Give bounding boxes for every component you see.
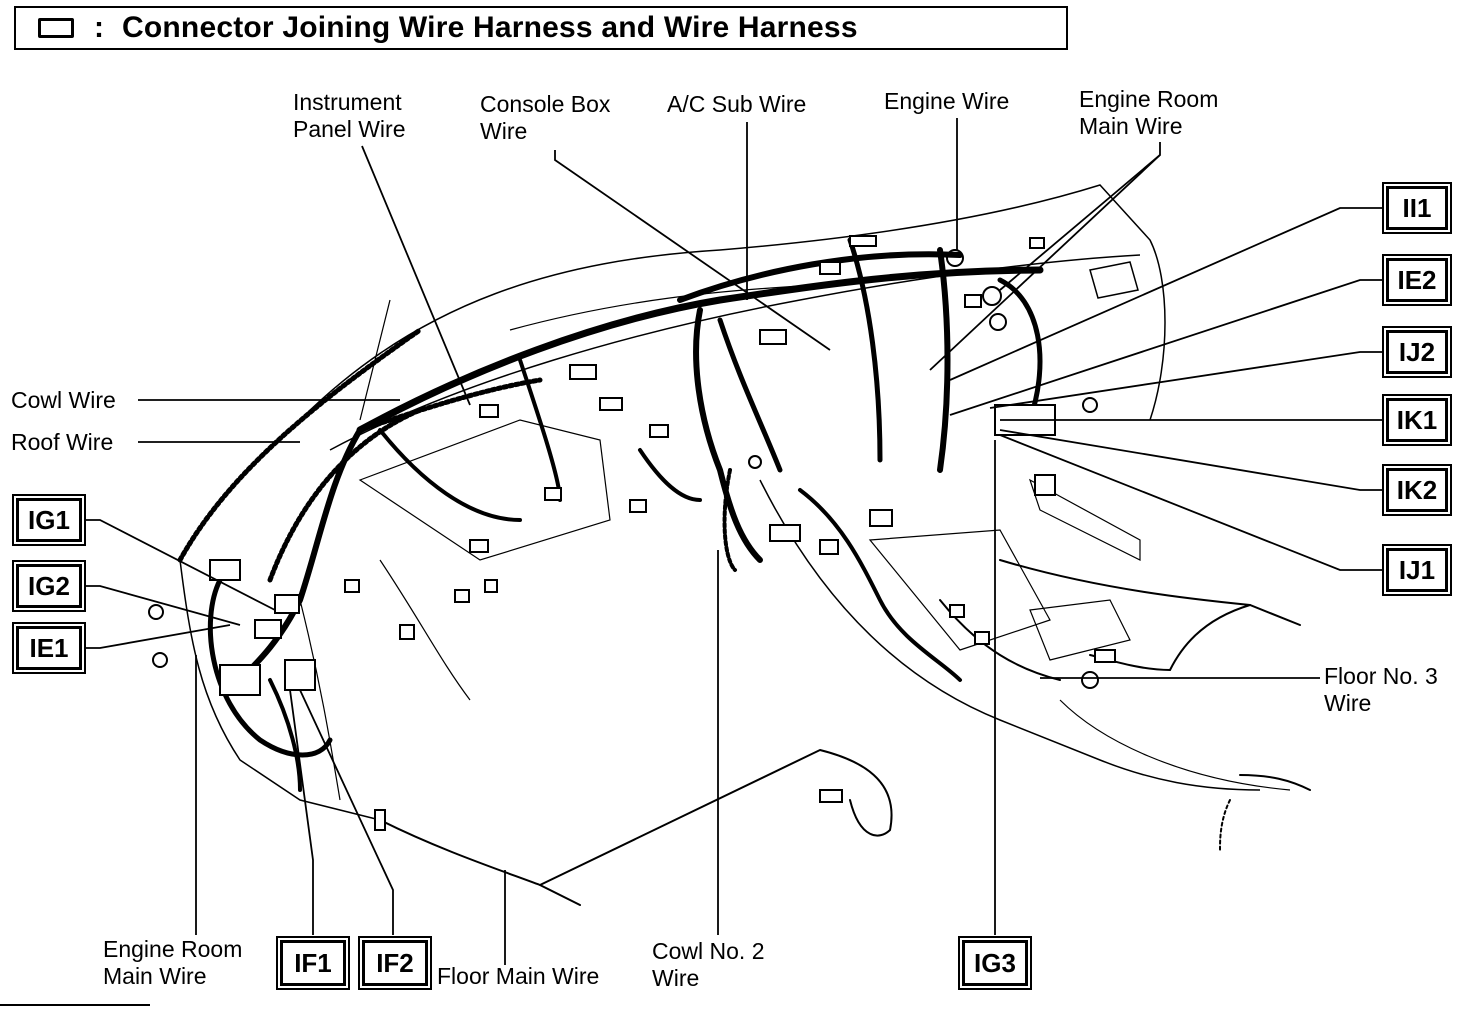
center-console (759, 479, 1261, 791)
connector-code-ig1: IG1 (16, 498, 82, 542)
connector-block (209, 559, 241, 581)
title-colon: : (94, 11, 104, 44)
leader-console-box (554, 150, 831, 351)
connector-box-icon (38, 18, 74, 38)
connector-block (819, 789, 843, 803)
leader-ii1 (949, 207, 1382, 381)
connector-block (769, 524, 801, 542)
grommet (989, 313, 1007, 331)
leader-ik2 (999, 429, 1382, 491)
roof-wire-dotted (177, 327, 423, 563)
connector-block (469, 539, 489, 553)
connector-code-if2: IF2 (362, 940, 428, 986)
connector-block (1029, 237, 1045, 249)
label-roof-wire: Roof Wire (11, 429, 114, 455)
connector-block (1094, 649, 1116, 663)
connector-block (869, 509, 893, 527)
connector-code-ii1: II1 (1386, 186, 1448, 230)
grommet (1081, 671, 1099, 689)
label-ac-sub-wire: A/C Sub Wire (667, 91, 807, 117)
connector-block (569, 364, 597, 380)
main-harness-bundle (356, 266, 1044, 434)
leader-if2 (299, 689, 394, 935)
connector-code-ij2: IJ2 (1386, 330, 1448, 374)
leader-ig2 (84, 585, 241, 626)
connector-block (454, 589, 470, 603)
connector-block (484, 579, 498, 593)
connector-code-ik2: IK2 (1386, 468, 1448, 512)
connector-code-ij1: IJ1 (1386, 548, 1448, 592)
connector-block (759, 329, 787, 345)
connector-block (344, 579, 360, 593)
page-title: Connector Joining Wire Harness and Wire … (122, 11, 858, 44)
connector-block (949, 604, 965, 618)
connector-code-ig2: IG2 (16, 564, 82, 608)
connector-block (649, 424, 669, 438)
connector-block (284, 659, 316, 691)
leader-ij1 (999, 434, 1382, 571)
connector-block (1034, 474, 1056, 496)
floor-no3-wire-path (999, 559, 1301, 626)
connector-block (964, 294, 982, 308)
connector-code-ig3: IG3 (962, 940, 1028, 986)
label-cowl-wire: Cowl Wire (11, 387, 116, 413)
cowl-wire-dotted (267, 407, 423, 583)
connector-block (274, 594, 300, 614)
leader-engine-room-main-top-2 (929, 154, 1161, 371)
grommet (152, 652, 168, 668)
connector-block (254, 619, 282, 639)
label-floor-main-wire: Floor Main Wire (437, 963, 600, 989)
label-engine-wire: Engine Wire (884, 88, 1010, 114)
connector-block (629, 499, 647, 513)
grommet (748, 455, 762, 469)
connector-block (219, 664, 261, 696)
leader-if1 (289, 689, 314, 935)
connector-code-if1: IF1 (280, 940, 346, 986)
connector-block (819, 539, 839, 555)
grommet (982, 286, 1002, 306)
connector-code-ik1: IK1 (1386, 398, 1448, 442)
left-body-panel (179, 559, 381, 821)
connector-block (399, 624, 415, 640)
connector-code-ie2: IE2 (1386, 258, 1448, 302)
connector-block (374, 809, 386, 831)
grommet (1082, 397, 1098, 413)
connector-block (544, 487, 562, 501)
connector-code-ie1: IE1 (16, 626, 82, 670)
connector-block (974, 631, 990, 645)
leader-ie1 (84, 624, 231, 649)
connector-block (819, 261, 841, 275)
dashboard-outline (299, 184, 1166, 421)
floor-main-wire-path (379, 819, 581, 906)
footer-rule (0, 1004, 150, 1006)
connector-block (849, 235, 877, 247)
grommet (148, 604, 164, 620)
leader-ij2 (989, 351, 1382, 409)
title-banner: : Connector Joining Wire Harness and Wir… (14, 6, 1068, 50)
leader-ig1 (84, 519, 276, 611)
leader-instrument-panel (361, 145, 471, 406)
connector-block (479, 404, 499, 418)
grommet (946, 249, 964, 267)
leader-ie2 (949, 279, 1382, 416)
connector-block (599, 397, 623, 411)
